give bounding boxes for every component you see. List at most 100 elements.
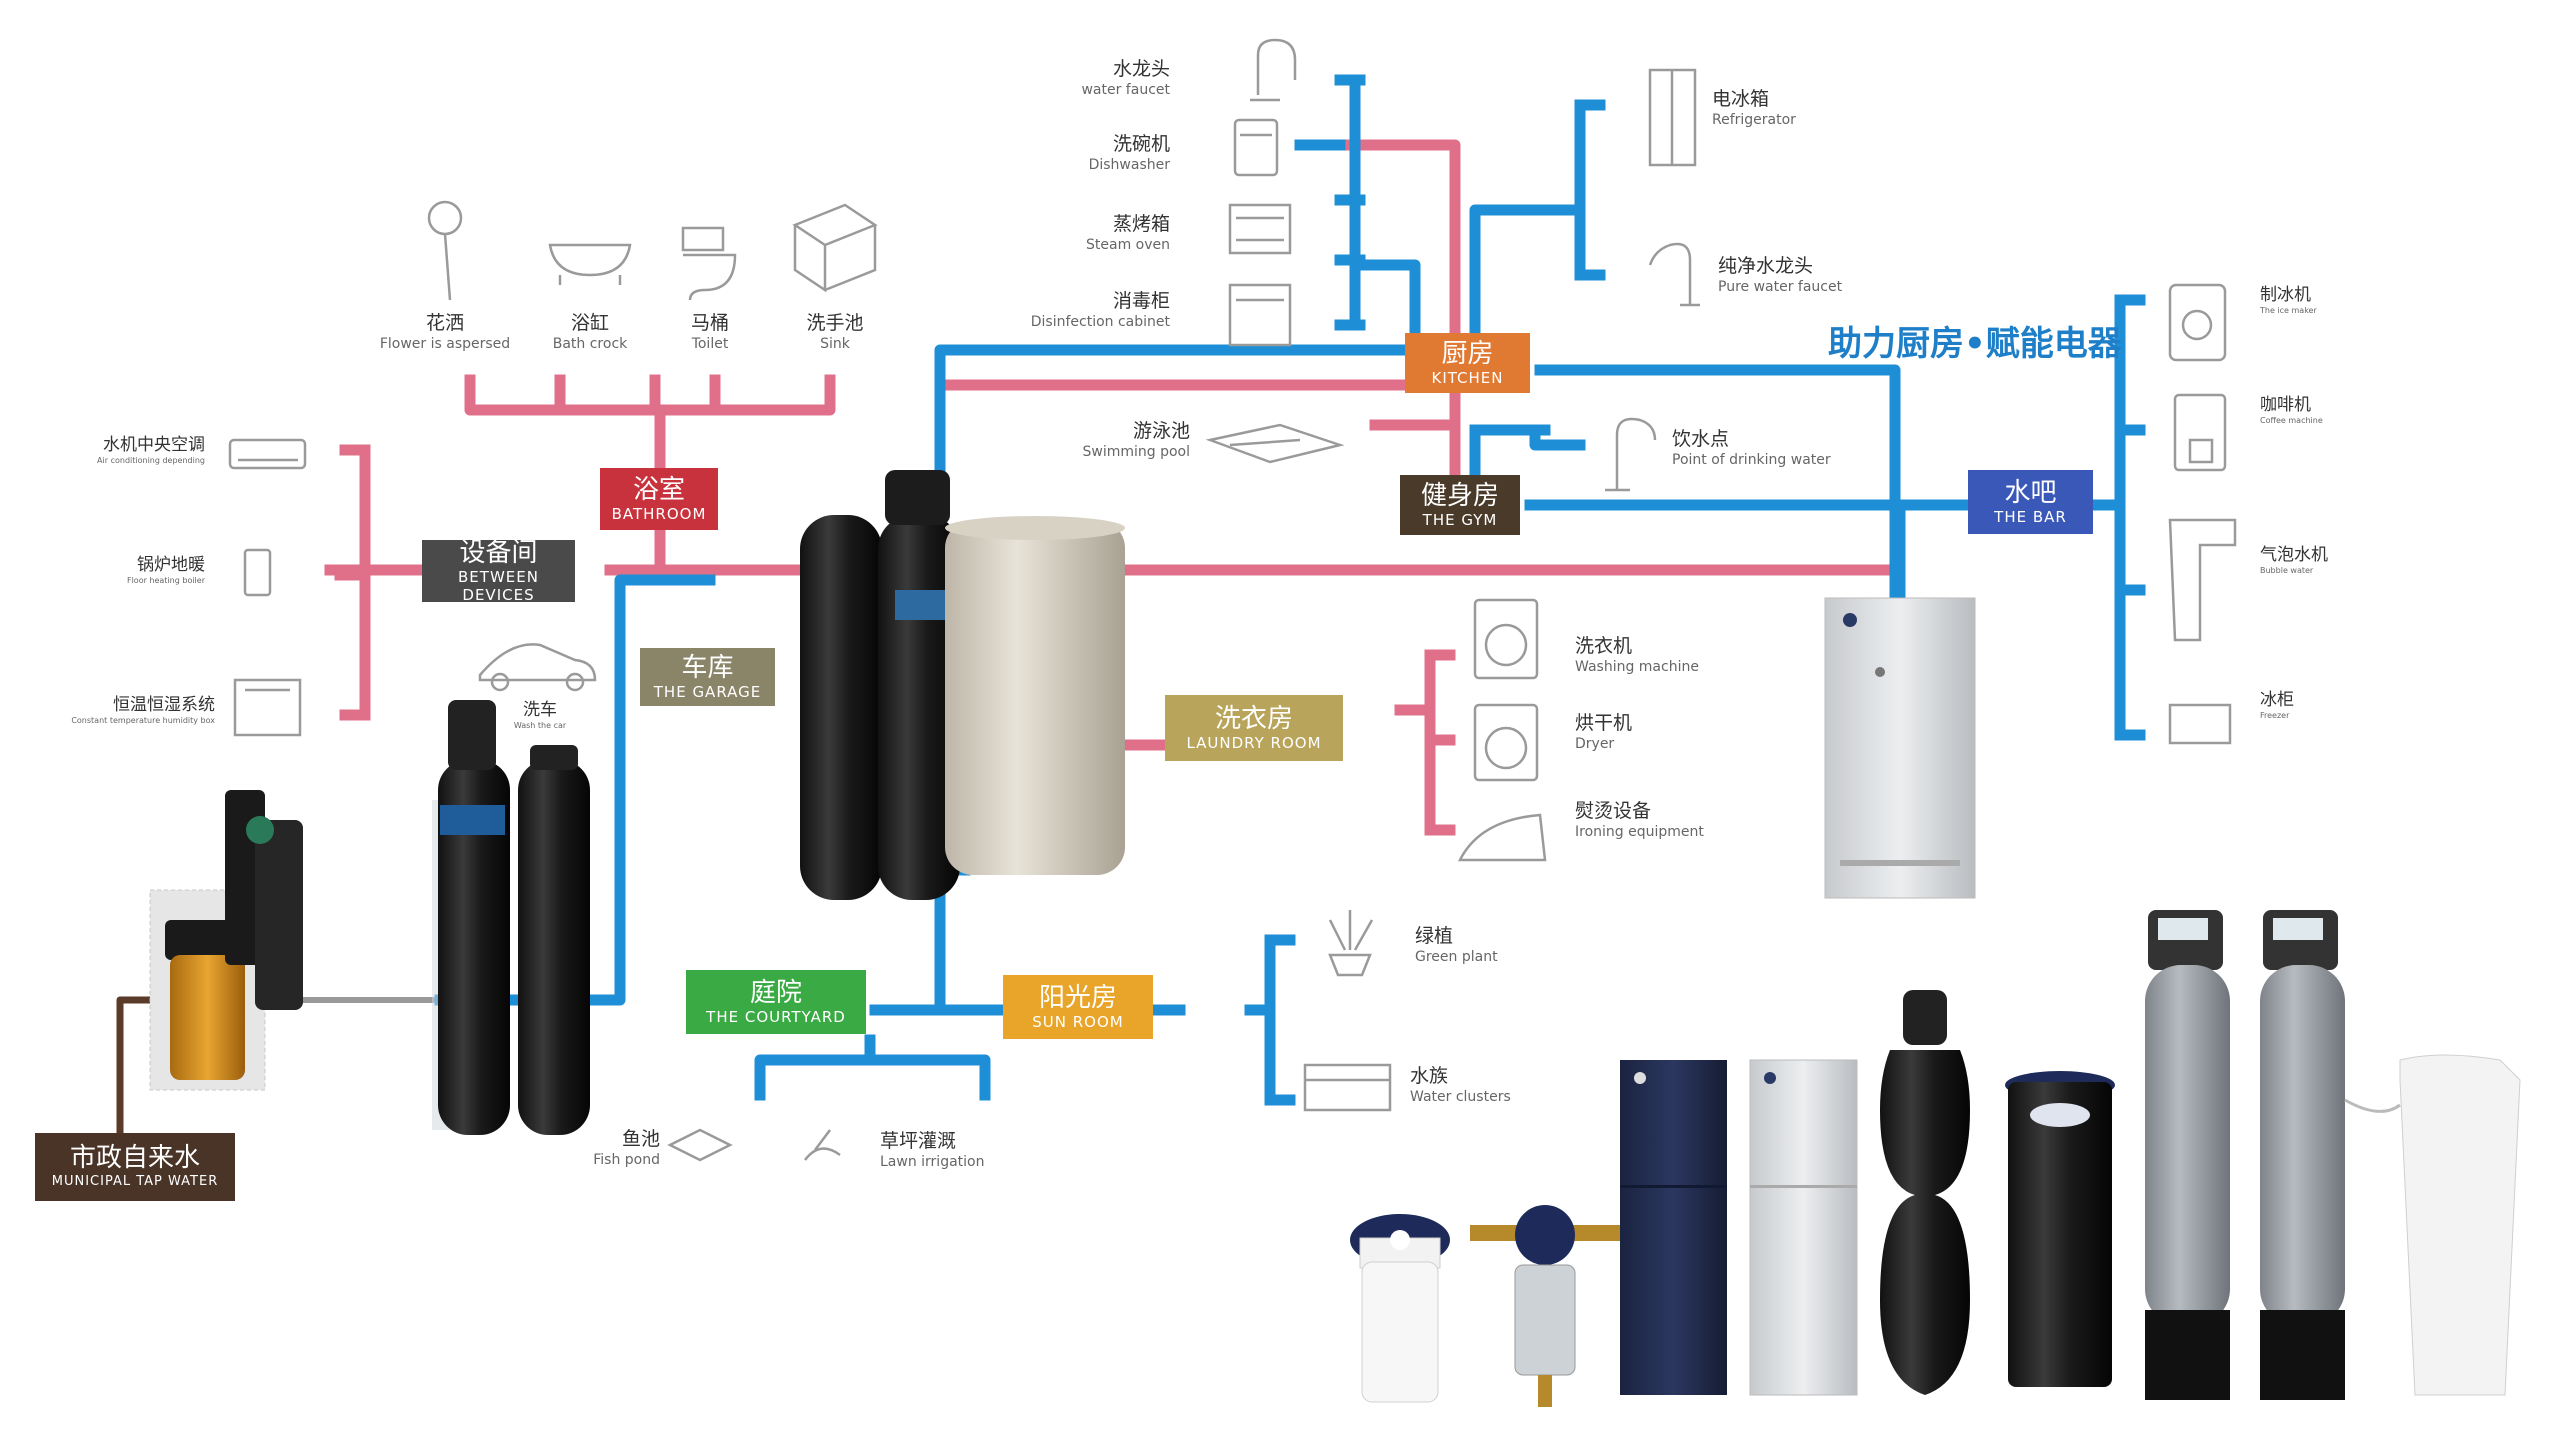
swimming-pool-icon [1205,423,1345,464]
pink-pipes [324,139,1906,836]
label-sink: 洗手池 Sink [780,312,890,353]
label-bathtub-cn: 浴缸 [570,312,609,334]
central-softener-system [800,470,1125,900]
label-dishwasher: 洗碗机 Dishwasher [1020,133,1170,174]
label-bubble-cn: 气泡水机 [2260,545,2328,565]
label-toilet: 马桶 Toilet [665,312,755,353]
node-bar-cn: 水吧 [2004,478,2057,508]
bubble-water-icon [2168,518,2237,642]
label-ironing-en: Ironing equipment [1575,823,1704,840]
label-coffee-en: Coffee machine [2260,416,2323,426]
label-faucet-cn: 水龙头 [1112,58,1170,80]
humidity-system-icon [233,678,302,737]
node-sunroom: 阳光房 SUN ROOM [1003,975,1153,1039]
product-white-brine-tank [2344,1054,2521,1396]
label-pure-faucet: 纯净水龙头 Pure water faucet [1718,255,1898,296]
label-dishwasher-en: Dishwasher [1088,156,1170,173]
node-garage-cn: 车库 [681,653,734,683]
appliance-icons [228,38,2237,1162]
label-fish-pond-cn: 鱼池 [621,1128,660,1150]
disinfection-cabinet-icon [1228,283,1292,347]
label-plant-en: Green plant [1415,948,1498,965]
node-courtyard-en: THE COURTYARD [706,1008,846,1026]
label-lawn-en: Lawn irrigation [880,1153,985,1170]
air-conditioner-icon [228,438,307,470]
node-municipal-en: MUNICIPAL TAP WATER [51,1174,219,1189]
label-steam-oven: 蒸烤箱 Steam oven [1020,213,1170,254]
label-dryer: 烘干机 Dryer [1575,712,1725,753]
car-icon [478,643,597,692]
label-steam-oven-cn: 蒸烤箱 [1112,213,1170,235]
label-shower-cn: 花洒 [425,312,464,334]
node-sunroom-cn: 阳光房 [1038,983,1117,1013]
label-faucet-en: water faucet [1081,81,1170,98]
node-gym: 健身房 THE GYM [1400,475,1520,535]
label-bubble-en: Bubble water [2260,566,2314,576]
washing-machine-icon [1473,598,1539,680]
label-pool-cn: 游泳池 [1132,420,1190,442]
product-twin-grey-tanks [2145,910,2345,1400]
label-fish-pond-en: Fish pond [593,1151,660,1168]
node-courtyard-cn: 庭院 [749,978,802,1008]
sink-icon [792,203,878,293]
label-disinfection: 消毒柜 Disinfection cabinet [960,290,1170,331]
label-ac-cn: 水机中央空调 [103,435,205,455]
label-ice-maker-cn: 制冰机 [2260,285,2311,305]
dishwasher-icon [1233,118,1279,177]
label-drinking-en: Point of drinking water [1672,451,1831,468]
node-municipal: 市政自来水 MUNICIPAL TAP WATER [35,1133,235,1201]
slogan: 助力厨房•赋能电器 [1828,324,2122,364]
label-ironing-cn: 熨烫设备 [1575,800,1652,822]
node-garage-en: THE GARAGE [653,683,762,701]
label-pool-en: Swimming pool [1082,443,1190,460]
node-bathroom: 浴室 BATHROOM [600,468,718,530]
label-washing-en: Washing machine [1575,658,1699,675]
label-aquarium-cn: 水族 [1410,1065,1449,1087]
label-refrigerator-cn: 电冰箱 [1712,88,1770,110]
node-devices: 设备间 BETWEEN DEVICES [422,538,575,604]
label-sink-en: Sink [820,335,850,352]
node-devices-en: BETWEEN DEVICES [458,568,539,604]
label-humidity-en: Constant temperature humidity box [71,716,215,726]
bathtub-icon [548,243,632,285]
label-pure-faucet-cn: 纯净水龙头 [1718,255,1814,277]
node-bar: 水吧 THE BAR [1968,470,2093,534]
label-disinfection-cn: 消毒柜 [1112,290,1170,312]
label-coffee: 咖啡机 Coffee machine [2260,395,2390,426]
freezer-icon [2168,703,2232,745]
ice-maker-icon [2168,283,2227,362]
label-ice-maker: 制冰机 The ice maker [2260,285,2390,316]
product-lineup [1350,910,2521,1407]
pure-water-faucet-icon [1648,242,1700,307]
label-bubble: 气泡水机 Bubble water [2260,545,2390,576]
label-dryer-cn: 烘干机 [1575,712,1633,734]
label-ironing: 熨烫设备 Ironing equipment [1575,800,1755,841]
municipal-pipe [116,996,164,1144]
label-fish-pond: 鱼池 Fish pond [540,1128,660,1169]
label-car-wash-cn: 洗车 [523,700,557,720]
product-navy-cabinet [1620,1060,1727,1395]
lawn-icon [804,1129,841,1161]
label-coffee-cn: 咖啡机 [2260,395,2311,415]
label-disinfection-en: Disinfection cabinet [1030,313,1170,330]
node-gym-en: THE GYM [1422,511,1498,529]
label-bathtub-en: Bath crock [552,335,628,352]
label-ice-maker-en: The ice maker [2260,306,2317,316]
node-laundry: 洗衣房 LAUNDRY ROOM [1165,695,1343,761]
node-bar-en: THE BAR [1994,508,2067,526]
product-prefilter-clear [1350,1214,1450,1403]
node-sunroom-en: SUN ROOM [1032,1013,1124,1031]
label-toilet-cn: 马桶 [690,312,729,334]
label-plant: 绿植 Green plant [1415,925,1565,966]
label-dishwasher-cn: 洗碗机 [1112,133,1170,155]
label-toilet-en: Toilet [691,335,729,352]
label-refrigerator-en: Refrigerator [1712,111,1796,128]
node-courtyard: 庭院 THE COURTYARD [686,970,866,1034]
steam-oven-icon [1228,203,1292,255]
label-plant-cn: 绿植 [1415,925,1454,947]
label-shower: 花洒 Flower is aspersed [365,312,525,353]
node-bathroom-en: BATHROOM [611,505,707,523]
product-silver-cabinet [1749,1059,1858,1396]
node-municipal-cn: 市政自来水 [69,1143,200,1173]
